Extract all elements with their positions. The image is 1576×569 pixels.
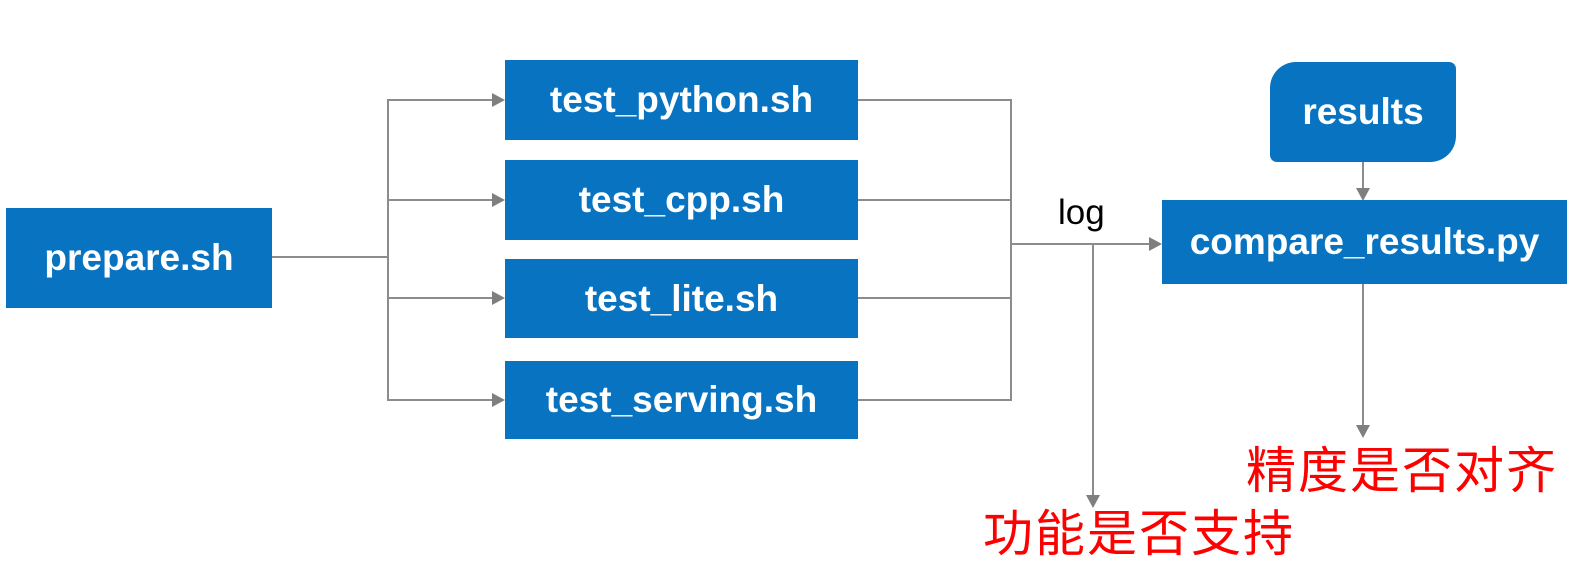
edge-test-lite-to-collector xyxy=(858,297,1011,299)
edge-fanout-to-test-serving xyxy=(388,399,494,401)
arrowhead-results-to-compare-icon xyxy=(1356,188,1370,201)
node-test-cpp-sh: test_cpp.sh xyxy=(505,160,858,240)
arrowhead-to-function-annotation-icon xyxy=(1086,495,1100,508)
edge-prepare-to-fanout xyxy=(272,256,388,258)
node-label: prepare.sh xyxy=(44,237,234,278)
node-label: test_python.sh xyxy=(549,79,814,120)
annotation-function-support: 功能是否支持 xyxy=(983,506,1295,562)
edge-fanout-to-test-lite xyxy=(388,297,494,299)
node-test-lite-sh: test_lite.sh xyxy=(505,259,858,338)
edge-fanout-to-test-cpp xyxy=(388,199,494,201)
node-label: test_lite.sh xyxy=(584,277,779,319)
edge-fanout-vertical xyxy=(387,99,389,401)
edge-test-cpp-to-collector xyxy=(858,199,1011,201)
node-label: test_serving.sh xyxy=(545,379,818,420)
arrowhead-to-test-lite-icon xyxy=(492,291,505,305)
node-test-python-sh: test_python.sh xyxy=(505,60,858,140)
node-results: results xyxy=(1270,62,1456,162)
edge-test-serving-to-collector xyxy=(858,399,1011,401)
arrowhead-to-test-cpp-icon xyxy=(492,193,505,207)
arrowhead-to-compare-icon xyxy=(1149,237,1162,251)
node-compare-results-py: compare_results.py xyxy=(1162,200,1567,284)
node-test-serving-sh: test_serving.sh xyxy=(505,361,858,439)
edge-fanout-to-test-python xyxy=(388,99,494,101)
edge-test-python-to-collector xyxy=(858,99,1011,101)
annotation-precision-alignment: 精度是否对齐 xyxy=(1246,443,1558,499)
node-label: results xyxy=(1302,91,1424,132)
node-label: compare_results.py xyxy=(1189,221,1540,262)
edge-log-branch-down xyxy=(1092,244,1094,496)
edge-results-to-compare xyxy=(1362,162,1364,189)
node-label: test_cpp.sh xyxy=(578,179,785,220)
arrowhead-to-test-python-icon xyxy=(492,93,505,107)
edge-compare-down xyxy=(1362,284,1364,426)
edge-collector-vertical xyxy=(1010,99,1012,401)
edge-log-to-compare xyxy=(1011,243,1151,245)
edge-label-log: log xyxy=(1058,193,1105,232)
arrowhead-to-test-serving-icon xyxy=(492,393,505,407)
node-prepare-sh: prepare.sh xyxy=(6,208,272,308)
arrowhead-to-precision-annotation-icon xyxy=(1356,425,1370,438)
